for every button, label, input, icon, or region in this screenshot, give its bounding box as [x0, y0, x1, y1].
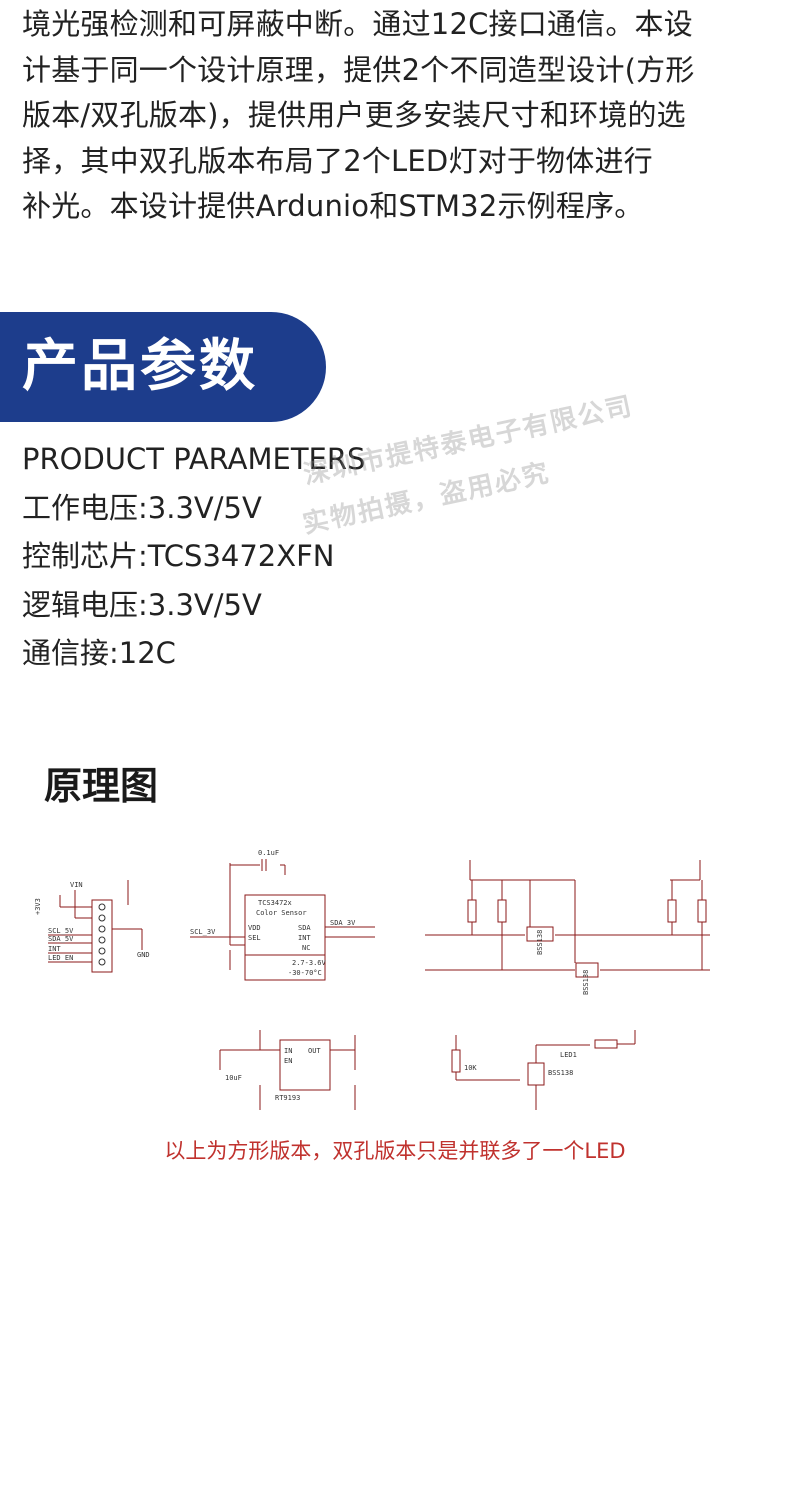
- label-gnd: GND: [137, 951, 150, 959]
- label-en: EN: [284, 1057, 292, 1065]
- param-item: 逻辑电压:3.3V/5V: [22, 587, 262, 622]
- intro-line: 择，其中双孔版本布局了2个LED灯对于物体进行: [22, 143, 653, 178]
- intro-line: 版本/双孔版本)，提供用户更多安装尺寸和环境的选: [22, 98, 686, 132]
- label-scl5: SCL_5V: [48, 927, 74, 935]
- label-3v3: +3V3: [34, 898, 42, 915]
- param-item: 控制芯片:TCS3472XFN: [22, 539, 335, 573]
- section-banner: 产品参数: [0, 312, 326, 422]
- schematic-note: 以上为方形版本，双孔版本只是并联多了一个LED: [164, 1139, 626, 1163]
- label-out: OUT: [308, 1047, 321, 1055]
- label-vdd-range: 2.7-3.6V: [292, 959, 327, 967]
- label-c3: 10uF: [225, 1074, 242, 1082]
- label-reg: RT9193: [275, 1094, 300, 1102]
- schematic-title: 原理图: [44, 764, 159, 808]
- sensor-chip: TCS3472x Color Sensor VDD SEL SDA INT NC…: [190, 849, 375, 981]
- level-shifter: BSS138 BSS138: [425, 860, 710, 995]
- label-sda3: SDA_3V: [330, 919, 356, 927]
- label-q: BSS138: [548, 1069, 573, 1077]
- label-scl3: SCL_3V: [190, 928, 216, 936]
- regulator: IN EN OUT RT9193 10uF: [219, 1030, 356, 1110]
- label-nc: NC: [302, 944, 310, 952]
- intro-paragraph: 境光强检测和可屏蔽中断。通过12C接口通信。本设 计基于同一个设计原理，提供2个…: [22, 2, 772, 230]
- param-item: 工作电压:3.3V/5V: [22, 490, 262, 525]
- label-temp: -30-70°C: [288, 969, 322, 977]
- label-vdd: VDD: [248, 924, 261, 932]
- label-mos2: BSS138: [582, 970, 590, 995]
- params-subtitle: PRODUCT PARAMETERS: [22, 442, 366, 476]
- intro-line: 计基于同一个设计原理，提供2个不同造型设计(方形: [22, 52, 695, 87]
- label-vin: VIN: [70, 881, 83, 889]
- label-sel: SEL: [248, 934, 261, 942]
- led-driver: BSS138 LED1 10K: [451, 1030, 636, 1110]
- label-mos1: BSS138: [536, 930, 544, 955]
- label-int-pin: INT: [298, 934, 311, 942]
- connector-block: VIN +3V3 SCL_5V SDA_5V INT LED_EN GND: [34, 880, 150, 973]
- label-in: IN: [284, 1047, 292, 1055]
- label-sda: SDA: [298, 924, 311, 932]
- intro-line: 境光强检测和可屏蔽中断。通过12C接口通信。本设: [22, 7, 693, 41]
- schematic-diagram: VIN +3V3 SCL_5V SDA_5V INT LED_EN GND TC…: [34, 849, 710, 1110]
- label-chip-sub: Color Sensor: [256, 909, 307, 917]
- label-r: 10K: [464, 1064, 477, 1072]
- label-c1: 0.1uF: [258, 849, 279, 857]
- label-sda5: SDA_5V: [48, 935, 74, 943]
- label-led-part: LED1: [560, 1051, 577, 1059]
- label-led-en: LED_EN: [48, 954, 73, 962]
- intro-line: 补光。本设计提供Ardunio和STM32示例程序。: [22, 189, 644, 223]
- param-item: 通信接:12C: [22, 636, 176, 670]
- label-chip: TCS3472x: [258, 899, 292, 907]
- params-list: PRODUCT PARAMETERS 工作电压:3.3V/5V 控制芯片:TCS…: [22, 435, 365, 678]
- section-title: 产品参数: [22, 334, 258, 399]
- label-int: INT: [48, 945, 61, 953]
